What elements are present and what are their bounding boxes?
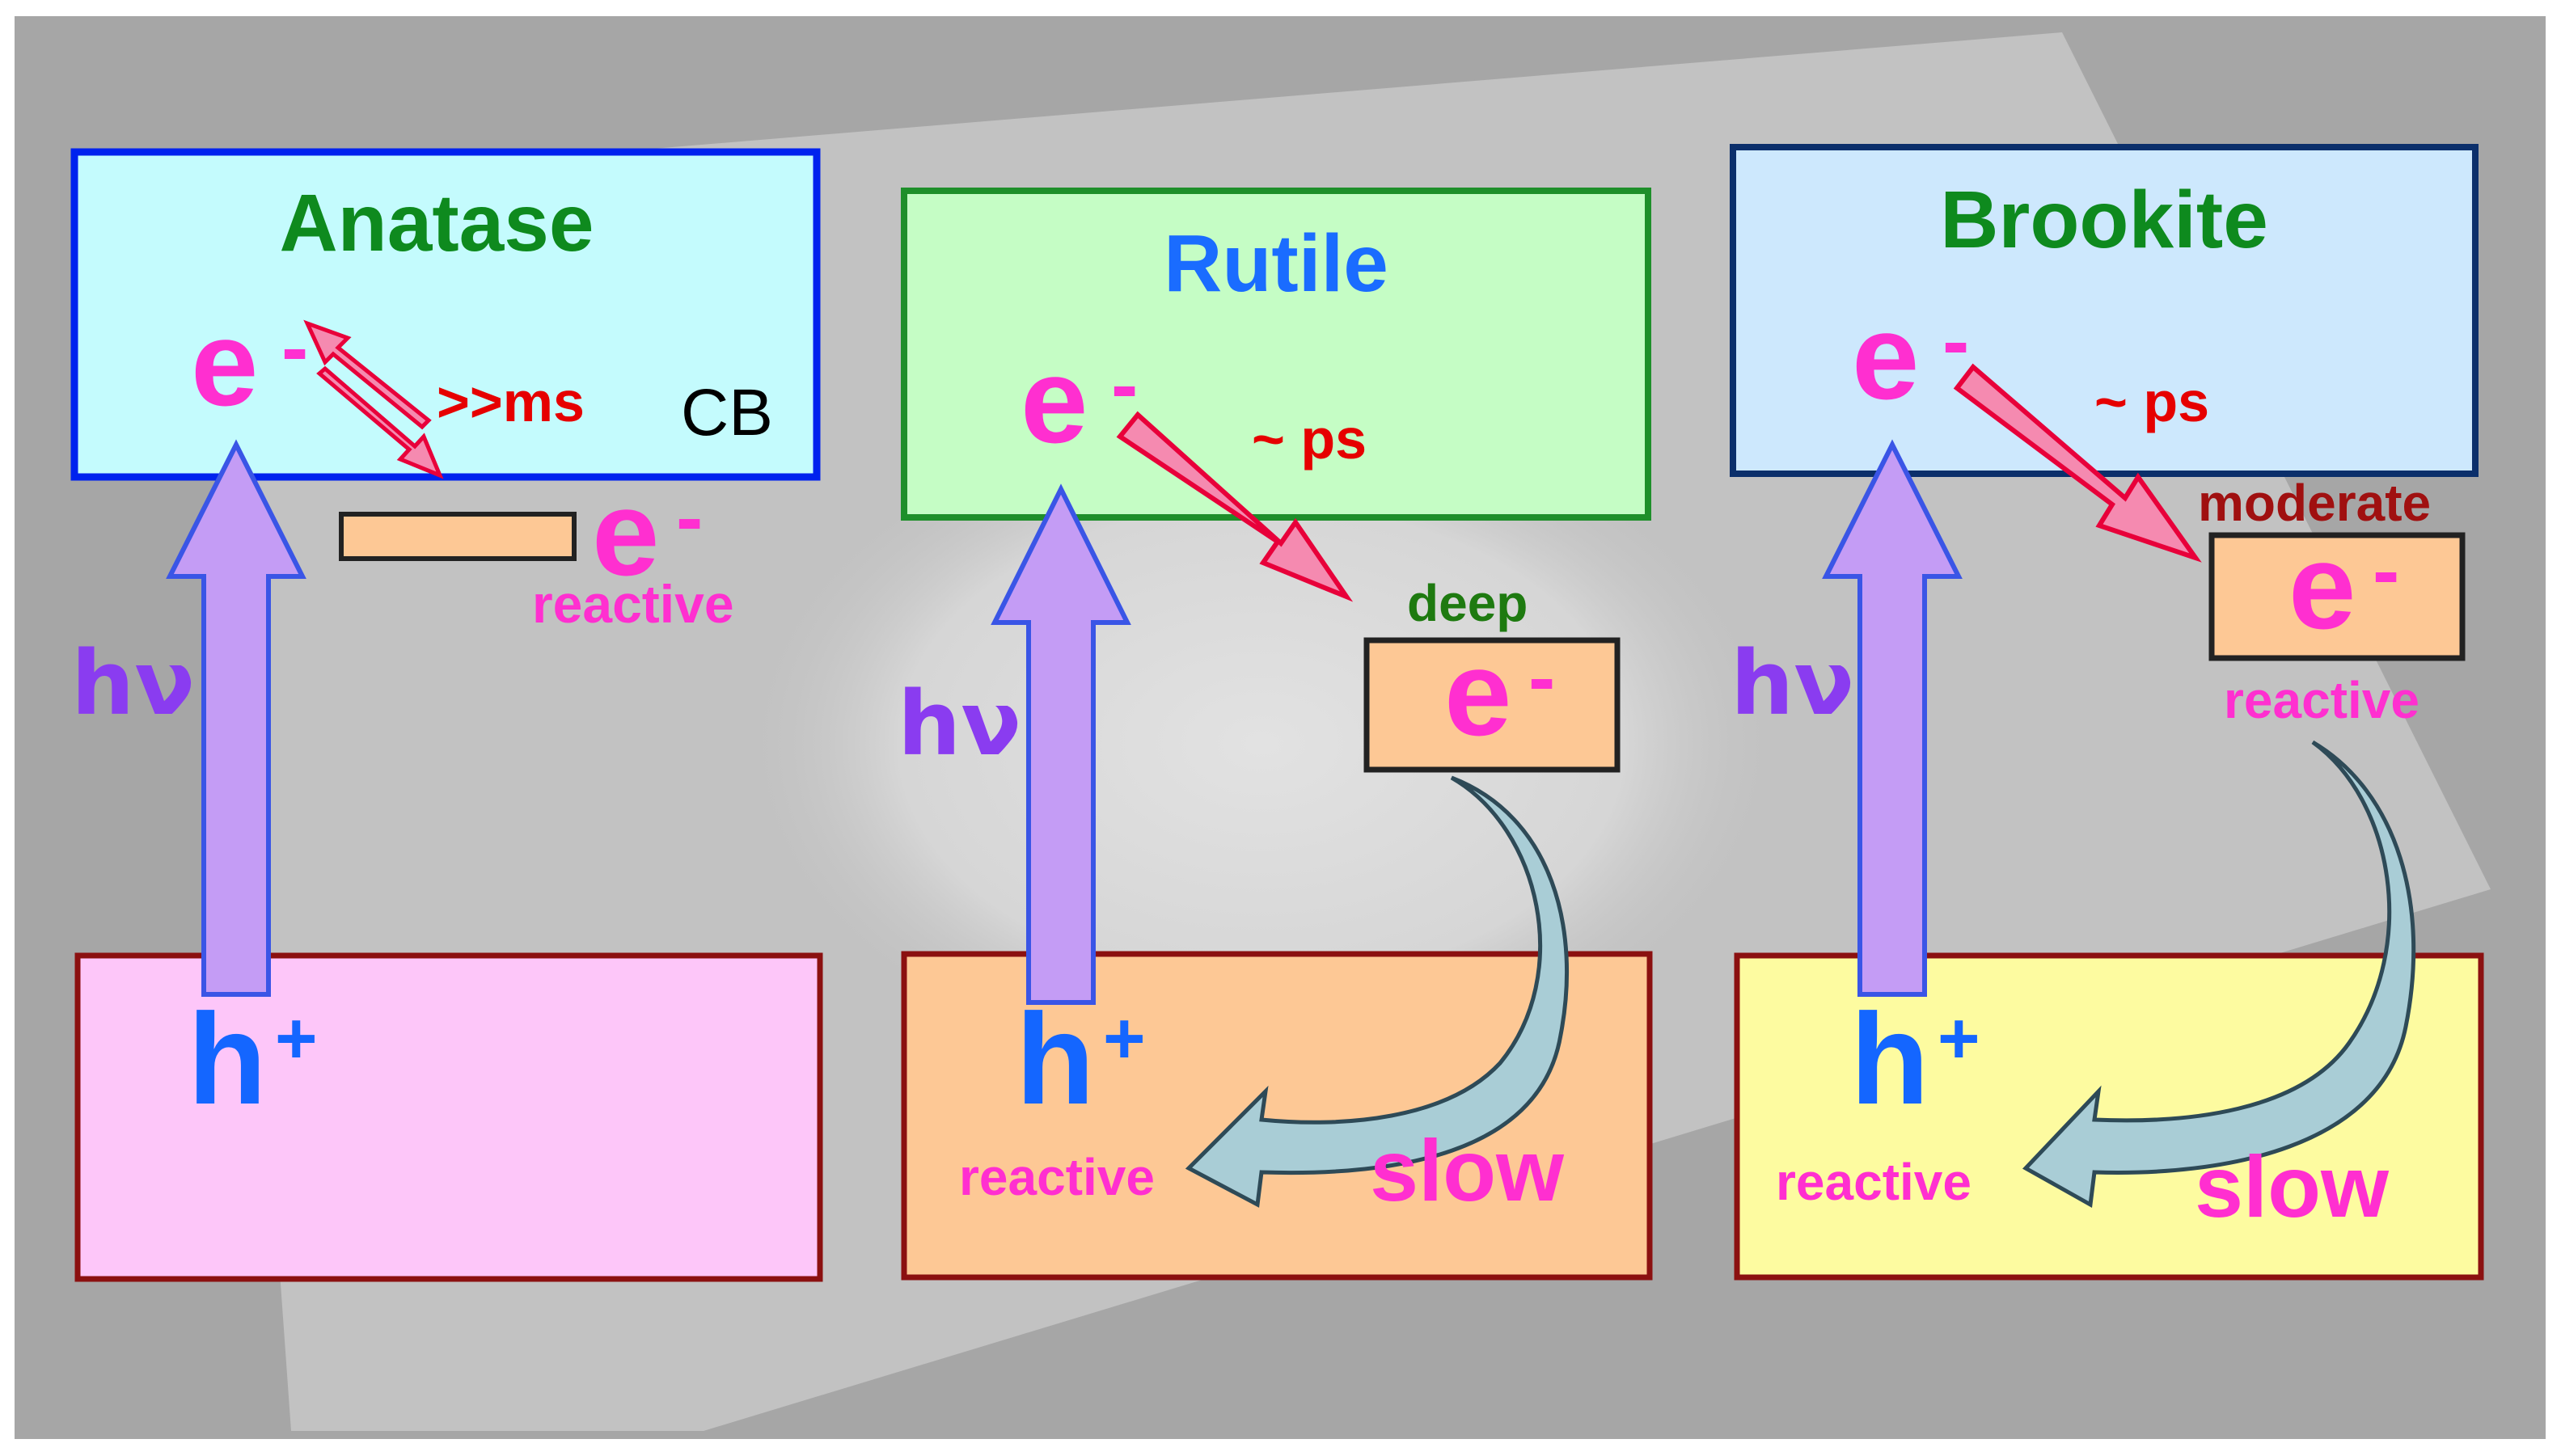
brookite-trap-reactive-label: reactive: [2224, 671, 2419, 729]
rutile-photon-label: hν: [898, 672, 1022, 775]
powder-pile: [744, 404, 1779, 1083]
anatase-conduction-band: [70, 148, 821, 481]
anatase-trap-electron-symbol: e: [592, 465, 660, 601]
rutile-hole-charge: +: [1103, 998, 1146, 1079]
rutile-trapping-arrow: [1116, 411, 1354, 602]
brookite-title: Brookite: [1940, 175, 2268, 265]
anatase-trap-reactive-label: reactive: [532, 574, 734, 634]
rutile-time-label: ~ ps: [1252, 407, 1367, 471]
brookite-trap-state: [2208, 532, 2466, 661]
rutile-trap-electron-charge: -: [1528, 632, 1556, 723]
brookite-trap-electron-symbol: e: [2288, 518, 2356, 654]
brookite-photon-label: hν: [1731, 631, 1855, 735]
rutile-electron-charge: -: [1111, 340, 1139, 430]
anatase-excitation-arrow: [166, 439, 306, 997]
brookite-excitation-arrow: [1822, 439, 1963, 997]
anatase-hole-symbol: h: [188, 986, 267, 1131]
rutile-recombination-arrow: [1185, 775, 1570, 1208]
anatase-trap-state: [339, 512, 577, 561]
rutile-trap-depth-label: deep: [1407, 574, 1528, 632]
anatase-title: Anatase: [279, 178, 594, 268]
brookite-recombination-label: slow: [2195, 1137, 2390, 1235]
rutile-hole-reactive-label: reactive: [959, 1148, 1155, 1206]
brookite-recombination-arrow: [2022, 740, 2416, 1209]
rutile-recombination-label: slow: [1370, 1121, 1565, 1219]
rutile-valence-band: [901, 951, 1653, 1281]
anatase-trap-electron-charge: -: [676, 472, 704, 563]
anatase-detrapping-arrow: [303, 319, 432, 430]
anatase-electron-charge: -: [281, 302, 309, 393]
brookite-electron-symbol: e: [1852, 289, 1920, 424]
brookite-hole-reactive-label: reactive: [1776, 1153, 1971, 1211]
anatase-photon-label: hν: [71, 631, 196, 735]
anatase-hole-charge: +: [275, 998, 318, 1079]
anatase-valence-band: [74, 952, 823, 1282]
anatase-trapping-arrow: [316, 365, 444, 479]
brookite-time-label: ~ ps: [2094, 370, 2210, 433]
rutile-trap-electron-symbol: e: [1444, 625, 1512, 761]
rutile-title: Rutile: [1164, 218, 1388, 309]
rutile-electron-symbol: e: [1021, 332, 1088, 468]
brookite-trapping-arrow: [1953, 363, 2202, 563]
anatase-time-label: >>ms: [437, 370, 585, 433]
brookite-hole-charge: +: [1938, 998, 1980, 1079]
brookite-conduction-band: [1730, 144, 2479, 477]
rutile-conduction-band: [901, 188, 1651, 521]
rutile-trap-state: [1363, 637, 1621, 773]
brookite-valence-band: [1734, 952, 2484, 1281]
rutile-excitation-arrow: [991, 483, 1131, 1005]
brookite-hole-symbol: h: [1850, 986, 1929, 1131]
rutile-hole-symbol: h: [1016, 986, 1095, 1131]
brookite-trap-depth-label: moderate: [2198, 474, 2432, 532]
anatase-electron-symbol: e: [191, 295, 259, 431]
brookite-trap-electron-charge: -: [2373, 525, 2400, 616]
conduction-band-label: CB: [681, 376, 773, 449]
brookite-electron-charge: -: [1942, 296, 1970, 386]
